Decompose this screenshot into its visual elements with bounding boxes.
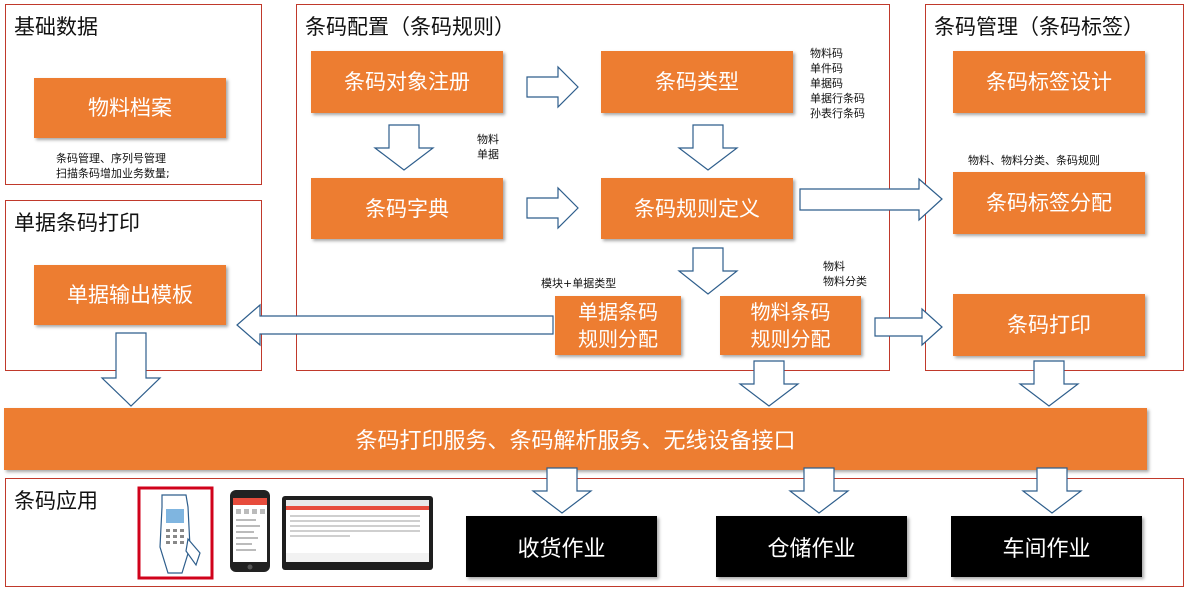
warehouse-box: 仓储作业	[716, 516, 907, 577]
material-rule-note-line: 物料分类	[823, 275, 867, 288]
doc-rule-assign-line: 单据条码	[578, 299, 658, 324]
arrow-register-to-type	[526, 65, 579, 109]
rule-definition-box: 条码规则定义	[601, 178, 793, 239]
material-rule-note: 物料 物料分类	[823, 259, 867, 289]
register-note-line: 单据	[477, 148, 499, 161]
type-note-line: 孙表行条码	[810, 107, 865, 120]
arrow-doc-rule-to-template	[236, 303, 554, 347]
basic-data-note-line: 条码管理、序列号管理	[56, 152, 166, 165]
type-note: 物料码 单件码 单据码 单据行条码 孙表行条码	[810, 46, 865, 121]
basic-data-note-line: 扫描条码增加业务数量;	[56, 167, 170, 180]
material-archive-box: 物料档案	[34, 78, 226, 138]
material-rule-assign-box: 物料条码 规则分配	[720, 296, 861, 355]
register-note-line: 物料	[477, 133, 499, 146]
workshop-box: 车间作业	[951, 516, 1142, 577]
material-rule-note-line: 物料	[823, 260, 845, 273]
arrow-rule-to-assign	[677, 247, 739, 295]
doc-rule-assign-line: 规则分配	[578, 326, 658, 351]
arrow-print-to-service	[1018, 360, 1080, 407]
arrow-type-to-rule	[677, 124, 739, 171]
label-assign-note: 物料、物料分类、条码规则	[968, 154, 1100, 167]
type-note-line: 单据码	[810, 77, 843, 90]
type-note-line: 物料码	[810, 47, 843, 60]
doc-barcode-print-title: 单据条码打印	[14, 211, 140, 235]
doc-rule-assign-box: 单据条码 规则分配	[555, 296, 681, 355]
doc-output-template-box: 单据输出模板	[34, 265, 226, 325]
desktop-screen-icon	[282, 496, 433, 570]
service-bar: 条码打印服务、条码解析服务、无线设备接口	[4, 408, 1147, 470]
barcode-dict-box: 条码字典	[311, 178, 503, 239]
object-register-box: 条码对象注册	[311, 51, 503, 113]
arrow-template-to-service	[100, 332, 162, 407]
handheld-scanner-icon	[137, 486, 214, 580]
barcode-app-title: 条码应用	[14, 489, 98, 513]
receiving-box: 收货作业	[466, 516, 657, 577]
arrow-material-rule-to-service	[738, 360, 800, 407]
label-design-box: 条码标签设计	[953, 51, 1145, 113]
arrow-service-to-warehouse	[788, 467, 850, 514]
mobile-phone-icon	[230, 490, 270, 572]
material-rule-assign-line: 物料条码	[750, 299, 831, 324]
register-note: 物料 单据	[477, 132, 499, 162]
label-assign-box: 条码标签分配	[953, 172, 1145, 234]
basic-data-title: 基础数据	[14, 15, 98, 39]
barcode-config-title: 条码配置（条码规则）	[305, 15, 515, 39]
material-rule-assign-line: 规则分配	[750, 326, 831, 351]
barcode-manage-title: 条码管理（条码标签）	[934, 15, 1144, 39]
arrow-service-to-workshop	[1021, 467, 1083, 514]
arrow-material-rule-to-print	[874, 307, 943, 347]
barcode-type-box: 条码类型	[601, 51, 793, 113]
arrow-register-to-dict	[373, 124, 435, 171]
arrow-dict-to-rule	[526, 186, 579, 230]
arrow-rule-to-label-assign	[799, 177, 943, 222]
barcode-print-box: 条码打印	[953, 294, 1145, 356]
arrow-service-to-receiving	[531, 467, 593, 514]
doc-rule-note: 模块+单据类型	[541, 277, 617, 290]
type-note-line: 单件码	[810, 62, 843, 75]
type-note-line: 单据行条码	[810, 92, 865, 105]
basic-data-note: 条码管理、序列号管理 扫描条码增加业务数量;	[56, 151, 170, 181]
